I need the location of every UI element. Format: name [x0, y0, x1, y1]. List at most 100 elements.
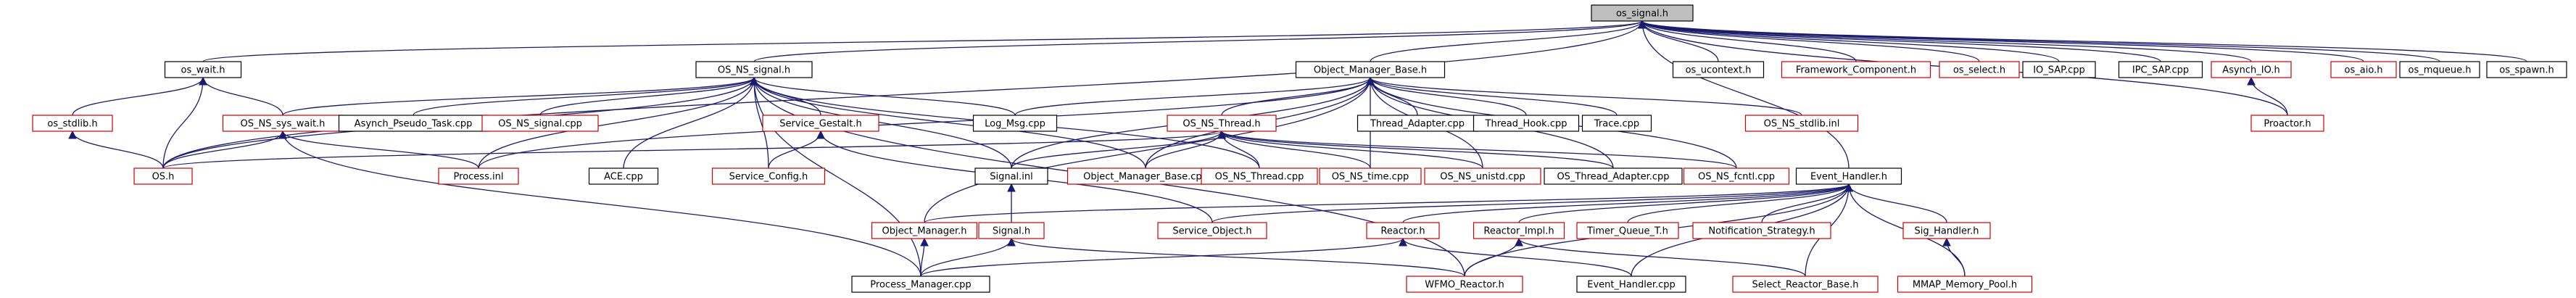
edge-Process_Manager_cpp-to-Object_Manager_h	[920, 237, 929, 277]
node-box	[1157, 222, 1267, 239]
node-label: os_signal.h	[1616, 9, 1668, 20]
node-OS_NS_signal_h[interactable]: OS_NS_signal.h	[695, 61, 813, 78]
node-OS_NS_time_cpp[interactable]: OS_NS_time.cpp	[1319, 167, 1422, 185]
node-label: OS.h	[152, 172, 175, 183]
edge-OS_h-to-OS_NS_Thread_h	[162, 130, 1226, 169]
node-box	[871, 222, 978, 239]
node-box	[1544, 167, 1683, 185]
edge-OS_NS_fcntl_cpp-to-OS_NS_Thread_h	[1217, 130, 1737, 169]
edge-OS_NS_sys_wait_h-to-os_wait_h	[199, 76, 283, 116]
node-OS_NS_Thread_cpp[interactable]: OS_NS_Thread.cpp	[1201, 167, 1318, 185]
node-label: Object_Manager_Base.h	[1314, 65, 1427, 76]
node-OS_NS_fcntl_cpp[interactable]: OS_NS_fcntl.cpp	[1683, 167, 1790, 185]
node-label: OS_NS_signal.cpp	[498, 119, 582, 130]
node-Event_Handler_h[interactable]: Event_Handler.h	[1795, 167, 1902, 185]
node-OS_NS_Thread_h[interactable]: OS_NS_Thread.h	[1167, 115, 1277, 132]
node-label: Object_Manager_Base.cpp	[1083, 172, 1208, 183]
node-label: ACE.cpp	[604, 172, 643, 183]
node-Timer_Queue_T_h[interactable]: Timer_Queue_T.h	[1576, 222, 1679, 239]
node-Select_Reactor_Base_h[interactable]: Select_Reactor_Base.h	[1732, 276, 1879, 293]
node-Service_Object_h[interactable]: Service_Object.h	[1157, 222, 1267, 239]
node-os_wait_h[interactable]: os_wait.h	[164, 61, 242, 78]
node-label: Event_Handler.cpp	[1587, 280, 1676, 291]
edge-OS_h-to-os_wait_h	[162, 76, 207, 169]
node-box	[1295, 61, 1446, 78]
node-OS_NS_stdlib_inl[interactable]: OS_NS_stdlib.inl	[1744, 115, 1859, 132]
node-os_ucontext_h[interactable]: os_ucontext.h	[1672, 61, 1765, 78]
node-Signal_inl[interactable]: Signal.inl	[974, 167, 1048, 185]
node-label: Signal.h	[993, 226, 1030, 237]
edge-Service_Object_h-to-Event_Handler_h	[1212, 183, 1853, 223]
node-box	[32, 115, 113, 132]
node-Process_inl[interactable]: Process.inl	[438, 167, 519, 185]
node-Asynch_Pseudo_Task_cpp[interactable]: Asynch_Pseudo_Task.cpp	[338, 115, 489, 132]
node-label: OS_NS_sys_wait.h	[241, 119, 326, 130]
edge-Framework_Component_h-to-os_signal_h	[1638, 20, 1857, 62]
node-Notification_Strategy_h[interactable]: Notification_Strategy.h	[1692, 222, 1831, 239]
node-os_signal_h[interactable]: os_signal.h	[1591, 4, 1694, 22]
node-box	[851, 276, 990, 293]
node-box	[978, 222, 1045, 239]
node-Event_Handler_cpp[interactable]: Event_Handler.cpp	[1576, 276, 1686, 293]
node-Process_Manager_cpp[interactable]: Process_Manager.cpp	[851, 276, 990, 293]
node-Framework_Component_h[interactable]: Framework_Component.h	[1781, 61, 1931, 78]
node-box	[711, 167, 826, 185]
edge-Log_Msg_cpp-to-OS_NS_signal_h	[750, 76, 1016, 116]
node-box	[1581, 115, 1652, 132]
node-label: Event_Handler.h	[1810, 172, 1887, 183]
edge-Thread_Adapter_cpp-to-Object_Manager_Base_h	[1366, 76, 1418, 116]
node-Trace_cpp[interactable]: Trace.cpp	[1581, 115, 1652, 132]
node-label: WFMO_Reactor.h	[1425, 280, 1504, 291]
node-MMAP_Memory_Pool_h[interactable]: MMAP_Memory_Pool.h	[1897, 276, 2033, 293]
node-OS_NS_signal_cpp[interactable]: OS_NS_signal.cpp	[481, 115, 599, 132]
node-os_aio_h[interactable]: os_aio.h	[2330, 61, 2397, 78]
node-box	[695, 61, 813, 78]
node-OS_h[interactable]: OS.h	[133, 167, 193, 185]
node-os_spawn_h[interactable]: os_spawn.h	[2486, 61, 2567, 78]
node-Proactor_h[interactable]: Proactor.h	[2250, 115, 2324, 132]
edge-Timer_Queue_T_h-to-Event_Handler_h	[1627, 183, 1853, 223]
node-label: IO_SAP.cpp	[2033, 65, 2085, 76]
node-Object_Manager_Base_h[interactable]: Object_Manager_Base.h	[1295, 61, 1446, 78]
node-IPC_SAP_cpp[interactable]: IPC_SAP.cpp	[2118, 61, 2203, 78]
node-Object_Manager_Base_cpp[interactable]: Object_Manager_Base.cpp	[1067, 167, 1225, 185]
edge-Process_inl-to-OS_NS_signal_h	[478, 76, 758, 169]
node-box	[1939, 61, 2020, 78]
node-ACE_cpp[interactable]: ACE.cpp	[588, 167, 659, 185]
node-box	[2399, 61, 2480, 78]
edge-Object_Manager_h-to-Object_Manager_Base_h	[924, 76, 1375, 223]
node-box	[438, 167, 519, 185]
node-label: OS_NS_Thread.h	[1183, 119, 1260, 130]
node-os_stdlib_h[interactable]: os_stdlib.h	[32, 115, 113, 132]
edge-OS_h-to-os_signal_h	[162, 20, 1647, 169]
node-box	[1591, 4, 1694, 22]
node-WFMO_Reactor_h[interactable]: WFMO_Reactor.h	[1406, 276, 1523, 293]
node-Reactor_Impl_h[interactable]: Reactor_Impl.h	[1473, 222, 1565, 239]
node-OS_Thread_Adapter_cpp[interactable]: OS_Thread_Adapter.cpp	[1544, 167, 1683, 185]
node-box	[1424, 167, 1541, 185]
node-Reactor_h[interactable]: Reactor.h	[1366, 222, 1440, 239]
node-Signal_h[interactable]: Signal.h	[978, 222, 1045, 239]
edge-OS_NS_sys_wait_h-to-OS_NS_signal_h	[282, 76, 758, 116]
node-box	[2330, 61, 2397, 78]
node-os_select_h[interactable]: os_select.h	[1939, 61, 2020, 78]
edge-ACE_cpp-to-OS_NS_signal_h	[623, 76, 758, 169]
node-OS_NS_unistd_cpp[interactable]: OS_NS_unistd.cpp	[1424, 167, 1541, 185]
node-os_mqueue_h[interactable]: os_mqueue.h	[2399, 61, 2480, 78]
edge-Reactor_Impl_h-to-Event_Handler_h	[1518, 183, 1853, 223]
node-Sig_Handler_h[interactable]: Sig_Handler.h	[1902, 222, 1991, 239]
node-OS_NS_sys_wait_h[interactable]: OS_NS_sys_wait.h	[222, 115, 344, 132]
edge-OS_h-to-OS_NS_sys_wait_h	[162, 130, 287, 169]
node-box	[1473, 115, 1580, 132]
node-Thread_Hook_cpp[interactable]: Thread_Hook.cpp	[1473, 115, 1580, 132]
node-Service_Gestalt_h[interactable]: Service_Gestalt.h	[762, 115, 879, 132]
node-Object_Manager_h[interactable]: Object_Manager.h	[871, 222, 978, 239]
node-IO_SAP_cpp[interactable]: IO_SAP.cpp	[2022, 61, 2096, 78]
node-Log_Msg_cpp[interactable]: Log_Msg.cpp	[972, 115, 1058, 132]
node-Asynch_IO_h[interactable]: Asynch_IO.h	[2211, 61, 2292, 78]
edge-Event_Handler_cpp-to-Reactor_h	[1399, 237, 1632, 277]
node-Thread_Adapter_cpp[interactable]: Thread_Adapter.cpp	[1357, 115, 1478, 132]
node-label: os_spawn.h	[2499, 65, 2554, 76]
node-box	[1167, 115, 1277, 132]
node-Service_Config_h[interactable]: Service_Config.h	[711, 167, 826, 185]
